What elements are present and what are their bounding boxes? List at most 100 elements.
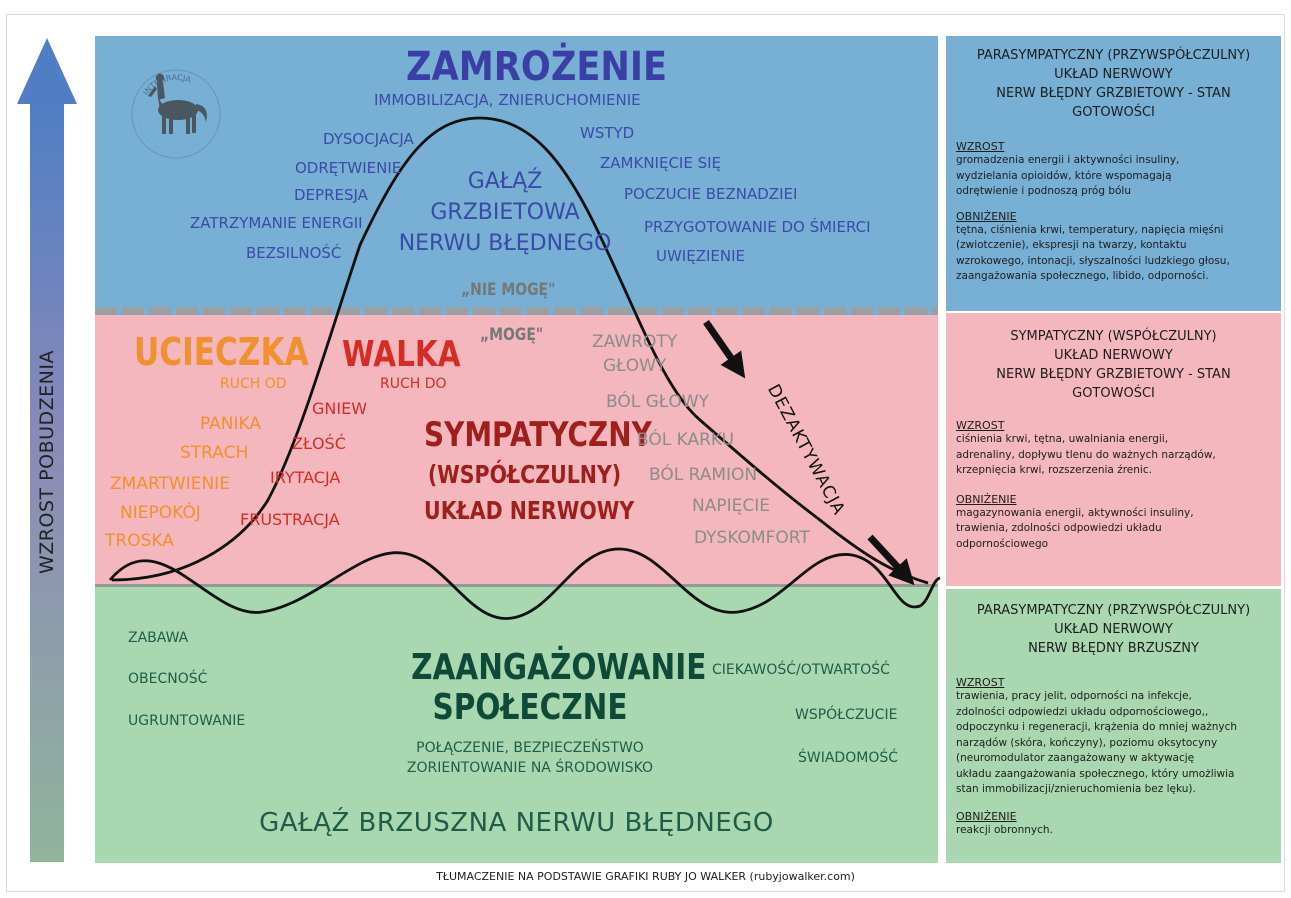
freeze-item-odretwienie: ODRĘTWIENIE [295,159,402,177]
panel-header: PARASYMPATYCZNY (PRZYWSPÓŁCZULNY) UKŁAD … [956,601,1271,658]
sympathetic-line2: (WSPÓŁCZULNY) [427,460,622,489]
panel-text-line: adrenaliny, dopływu tlenu do ważnych nar… [956,448,1216,461]
freeze-item-depresja: DEPRESJA [294,186,368,204]
panel-header-line: UKŁAD NERWOWY [1054,622,1173,637]
panel-ventral-parasympathetic: PARASYMPATYCZNY (PRZYWSPÓŁCZULNY) UKŁAD … [946,589,1281,863]
panel-text-line: wzrokowego, intonacji, słyszalności ludz… [956,254,1230,267]
fight-item-gniew: GNIEW [312,399,368,418]
flight-item-panika: PANIKA [200,414,262,434]
panel-increase-label: WZROST [956,676,1005,689]
arousal-arrow-head [17,38,77,104]
panel-text-line: magazynowania energii, aktywności insuli… [956,506,1194,519]
panel-text-line: odpornościowego [956,537,1049,550]
panel-text-line: wydzielania opioidów, które wspomagają [956,169,1172,182]
freeze-item-uwiezienie: UWIĘZIENIE [656,247,746,265]
body-item-bol-glowy: BÓL GŁOWY [606,392,709,412]
panel-text-line: tętna, ciśnienia krwi, temperatury, napi… [956,223,1224,236]
panel-decrease-label: OBNIŻENIE [956,209,1017,223]
freeze-subtitle: IMMOBILIZACJA, ZNIERUCHOMIENIE [374,91,641,109]
freeze-item-bezsilnosc: BEZSILNOŚĆ [246,244,342,262]
panel-header-line: UKŁAD NERWOWY [1054,348,1173,363]
social-engagement-subtitle: POŁĄCZENIE, BEZPIECZEŃSTWO ZORIENTOWANIE… [385,738,675,778]
panel-text-line: krzepnięcia krwi, rozszerzenia źrenic. [956,464,1152,476]
panel-text-line: gromadzenia energii i aktywności insulin… [956,154,1180,166]
engage-item-ugruntowanie: UGRUNTOWANIE [128,713,246,729]
panel-text-line: odrętwienie i podnoszą próg bólu [956,185,1131,197]
freeze-item-dysocjacja: DYSOCJACJA [323,130,414,148]
social-engagement-zone [95,586,938,863]
sympathetic-label: SYMPATYCZNY (WSPÓŁCZULNY) UKŁAD NERWOWY [402,414,652,528]
freeze-title: ZAMROŻENIE [406,44,668,90]
flight-item-niepokoj: NIEPOKÓJ [120,503,201,523]
panel-text-line: zdolności odpowiedzi układu odpornościow… [956,705,1209,718]
panel-increase-label: WZROST [956,140,1005,153]
panel-text-line: stan immobilizacji/znieruchomienia bez l… [956,783,1196,795]
social-sub-line2: ZORIENTOWANIE NA ŚRODOWISKO [406,760,654,776]
freeze-item-przygotowanie: PRZYGOTOWANIE DO ŚMIERCI [644,218,871,236]
fight-title: WALKA [342,334,461,375]
engage-item-ciekawosc: CIEKAWOŚĆ/OTWARTOŚĆ [712,662,890,678]
sympathetic-zone [95,311,938,586]
panel-increase-text: ciśnienia krwi, tętna, uwalniania energi… [956,432,1271,479]
panel-decrease-label: OBNIŻENIE [956,492,1017,506]
panel-header-line: NERW BŁĘDNY GRZBIETOWY - STAN GOTOWOŚCI [996,86,1231,120]
panel-decrease-text: tętna, ciśnienia krwi, temperatury, napi… [956,223,1271,285]
body-item-zawroty: ZAWROTY [592,332,678,352]
panel-decrease-text: magazynowania energii, aktywności insuli… [956,506,1271,553]
social-engagement-title: ZAANGAŻOWANIE SPOŁECZNE [385,647,707,728]
dashed-divider [95,307,938,315]
panel-text-line: trawienia, zdolności odpowiedzi układu [956,522,1162,534]
freeze-item-beznadzieja: POCZUCIE BEZNADZIEI [624,185,798,203]
panel-header-line: SYMPATYCZNY (WSPÓŁCZULNY) [1010,329,1217,344]
panel-increase-text: gromadzenia energii i aktywności insulin… [956,153,1271,200]
panel-text-line: (zwiotczenie), ekspresji na twarzy, kont… [956,239,1187,251]
quote-cannot: „NIE MOGĘ" [461,280,556,300]
body-item-dyskomfort: DYSKOMFORT [694,528,810,548]
fight-item-irytacja: IRYTACJA [270,468,341,487]
panel-text-line: (neuromodulator zaangażowany w aktywację [956,752,1195,764]
panel-dorsal-parasympathetic: PARASYMPATYCZNY (PRZYWSPÓŁCZULNY) UKŁAD … [946,36,1281,311]
dorsal-vagal-line1: GAŁĄŹ [467,169,543,194]
fight-subtitle: RUCH DO [380,376,447,392]
social-sub-line1: POŁĄCZENIE, BEZPIECZEŃSTWO [416,740,644,756]
centaur-icon [148,73,207,134]
fight-item-frustracja: FRUSTRACJA [240,510,340,529]
panel-header: SYMPATYCZNY (WSPÓŁCZULNY) UKŁAD NERWOWY … [956,327,1271,403]
panel-header-line: NERW BŁĘDNY BRZUSZNY [1028,641,1199,656]
sympathetic-line3: UKŁAD NERWOWY [424,496,635,525]
flight-title: UCIECZKA [134,330,309,374]
fight-item-zlosc: ZŁOŚĆ [292,434,346,453]
freeze-zone [95,36,938,311]
dorsal-vagal-line2: GRZBIETOWA [430,200,580,225]
zone-divider [95,584,938,587]
panel-decrease-label: OBNIŻENIE [956,809,1017,823]
panel-decrease-text: reakcji obronnych. [956,823,1271,839]
engage-item-wspolczucie: WSPÓŁCZUCIE [795,707,898,723]
body-item-glowy: GŁOWY [603,356,667,376]
panel-sympathetic: SYMPATYCZNY (WSPÓŁCZULNY) UKŁAD NERWOWY … [946,313,1281,586]
panel-header-line: PARASYMPATYCZNY (PRZYWSPÓŁCZULNY) [976,48,1251,63]
engage-item-obecnosc: OBECNOŚĆ [128,671,208,687]
social-title-line1: ZAANGAŻOWANIE [411,647,707,688]
ventral-vagal-label: GAŁĄŹ BRZUSZNA NERWU BŁĘDNEGO [259,808,774,838]
panel-increase-text: trawienia, pracy jelit, odporności na in… [956,689,1271,798]
arousal-arrow-shaft [30,102,64,862]
panel-header-line: NERW BŁĘDNY GRZBIETOWY - STAN GOTOWOŚCI [996,367,1231,401]
sympathetic-line1: SYMPATYCZNY [424,415,652,455]
engage-item-swiadomosc: ŚWIADOMOŚĆ [798,750,898,766]
credit-line: TŁUMACZENIE NA PODSTAWIE GRAFIKI RUBY JO… [436,870,855,883]
freeze-item-zamkniecie: ZAMKNIĘCIE SIĘ [600,154,722,172]
diagram-frame [6,14,1285,892]
dorsal-vagal-label: GAŁĄŹ GRZBIETOWA NERWU BŁĘDNEGO [385,166,625,259]
flight-item-strach: STRACH [180,443,249,463]
panel-text-line: układu zaangażowania społecznego, który … [956,767,1235,780]
panel-text-line: ciśnienia krwi, tętna, uwalniania energi… [956,433,1169,445]
panel-text-line: odpoczynku i regeneracji, krążenia do mn… [956,721,1238,733]
flight-item-troska: TROSKA [105,531,174,551]
panel-text-line: zaangażowania społecznego, libido, odpor… [956,270,1209,282]
flight-item-zmartwienie: ZMARTWIENIE [110,474,230,494]
panel-text-line: reakcji obronnych. [956,823,1053,836]
social-title-line2: SPOŁECZNE [432,687,628,728]
deactivation-arrow-bottom [867,534,915,586]
